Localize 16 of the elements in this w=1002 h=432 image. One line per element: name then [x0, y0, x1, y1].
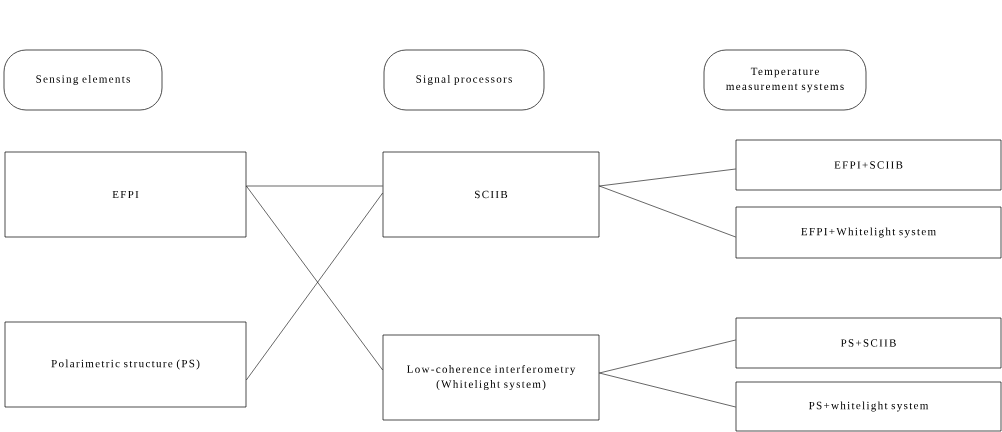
category-header: Signal processors — [383, 49, 545, 111]
connector-line — [599, 339, 736, 374]
text-box: SCIIB — [382, 151, 600, 238]
text-box: EFPI+Whitelight system — [735, 206, 1002, 259]
text-box: Polarimetric structure (PS) — [4, 321, 247, 408]
text-box: PS+SCIIB — [735, 317, 1002, 369]
connector-line — [599, 185, 736, 238]
text-box: PS+whitelight system — [735, 381, 1002, 432]
category-header: Sensing elements — [3, 49, 163, 111]
text-box: EFPI — [4, 151, 247, 238]
connector-line — [599, 168, 736, 187]
connector-line — [599, 372, 736, 408]
text-box: Low-coherence interferometry (Whitelight system) — [382, 334, 600, 421]
text-box: EFPI+SCIIB — [735, 139, 1002, 191]
connector-line — [246, 185, 383, 187]
category-header: Temperature measurement systems — [703, 49, 867, 111]
